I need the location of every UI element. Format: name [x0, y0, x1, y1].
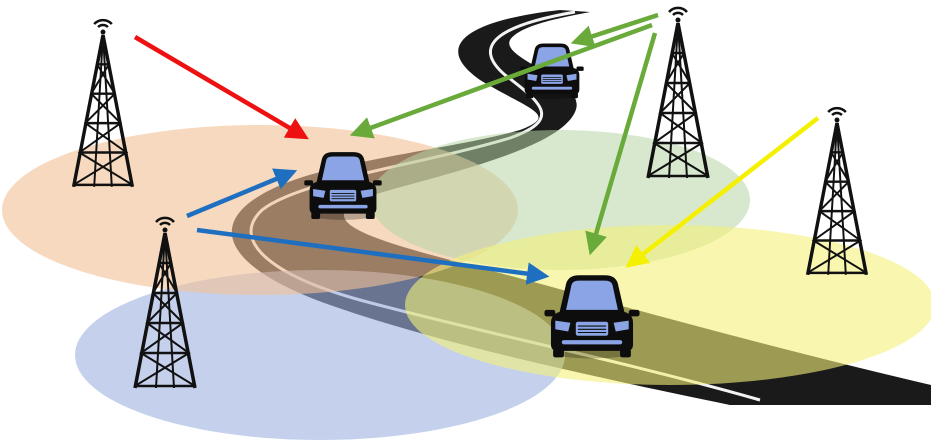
coverage-orange: [2, 125, 518, 295]
link-green-to-car-middle: [349, 22, 653, 139]
link-blue-to-car-near: [196, 227, 550, 285]
coverage-areas: [2, 125, 931, 440]
link-yellow-to-car-near: [625, 116, 820, 268]
link-green-to-car-far: [570, 12, 659, 48]
coverage-yellow: [405, 225, 931, 385]
links: [133, 12, 820, 285]
link-green-to-car-near: [585, 32, 658, 256]
link-red-to-car-middle: [133, 35, 309, 140]
link-blue-to-car-middle: [186, 168, 298, 219]
